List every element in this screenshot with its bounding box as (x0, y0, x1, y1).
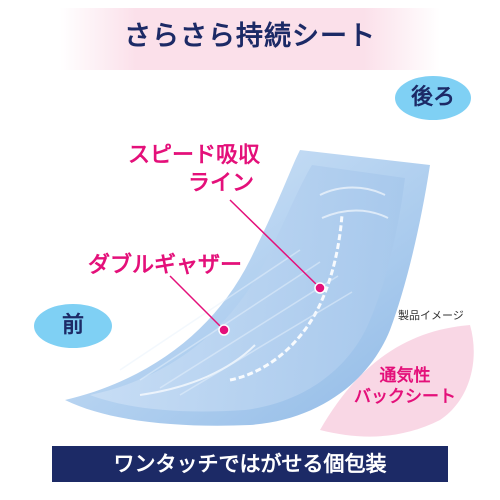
front-bubble: 前 (34, 304, 112, 348)
pad-arcs (319, 186, 389, 219)
product-image-note: 製品イメージ (398, 309, 464, 322)
double-gather-label: ダブルギャザー (88, 253, 243, 278)
gather-line-2 (139, 344, 256, 396)
speed-absorb-label: スピード吸収 (128, 143, 261, 168)
back-bubble: 後ろ (395, 76, 471, 120)
page-title: さらさら持続シート (124, 21, 376, 52)
gather-leader (169, 275, 223, 329)
bottom-banner-text: ワンタッチではがせる個包装 (113, 452, 387, 476)
breathable-backsheet-label: 通気性 バックシート (345, 366, 465, 408)
header-band (60, 8, 440, 70)
pad-inner-shape (90, 165, 405, 412)
breathable-label-1: 通気性 (379, 366, 431, 386)
gather-dot (218, 324, 230, 336)
bottom-banner (52, 446, 448, 482)
pad-stripes (119, 249, 353, 396)
gather-line (229, 214, 344, 382)
speed-dot (314, 282, 326, 294)
breathable-label-2: バックシート (354, 387, 456, 407)
speed-leader (229, 199, 319, 287)
speed-absorb-label-2: ライン (188, 171, 255, 196)
back-sheet-shape (320, 325, 474, 437)
